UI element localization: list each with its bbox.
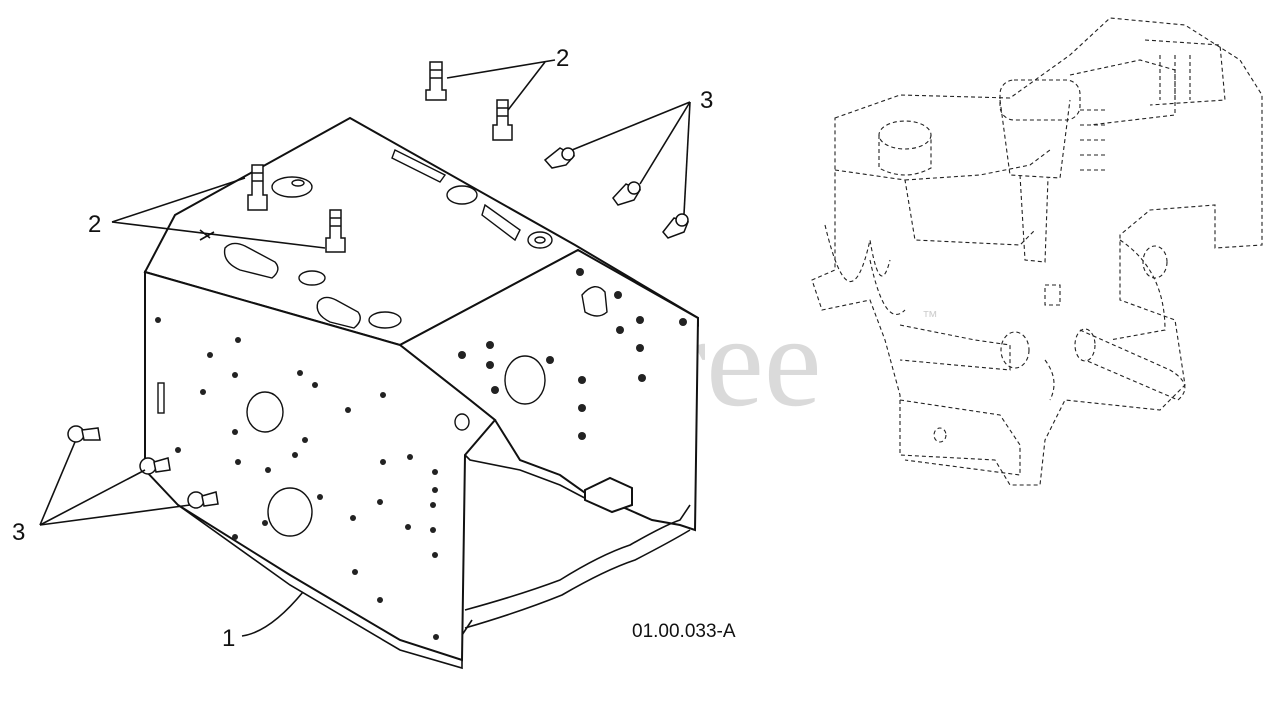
callout-part-2-top: 2 (556, 45, 569, 72)
watermark-trademark: ™ (922, 309, 938, 326)
callout-part-1: 1 (222, 625, 235, 652)
side-panel-dots (458, 268, 687, 440)
callout-part-3-left: 3 (12, 519, 25, 546)
flange-screw-icon (187, 491, 219, 509)
engine-outline-icon (811, 17, 1263, 486)
front-panel-dots (155, 317, 439, 640)
leader-lines (39, 59, 691, 637)
flange-screw-icon (612, 181, 642, 206)
flange-screw-icon (543, 147, 576, 169)
frame-assembly (143, 116, 700, 670)
flange-screw-icon (662, 213, 690, 239)
callout-part-2-left: 2 (88, 211, 101, 238)
stud-bolt-icon (492, 99, 513, 141)
stud-bolt-icon (247, 164, 268, 211)
stud-bolt-icon (425, 61, 447, 101)
stud-bolt-icon (325, 209, 346, 253)
callout-part-3-right: 3 (700, 87, 713, 114)
flange-screw-icon (67, 425, 101, 443)
diagram-code: 01.00.033-A (632, 621, 736, 642)
